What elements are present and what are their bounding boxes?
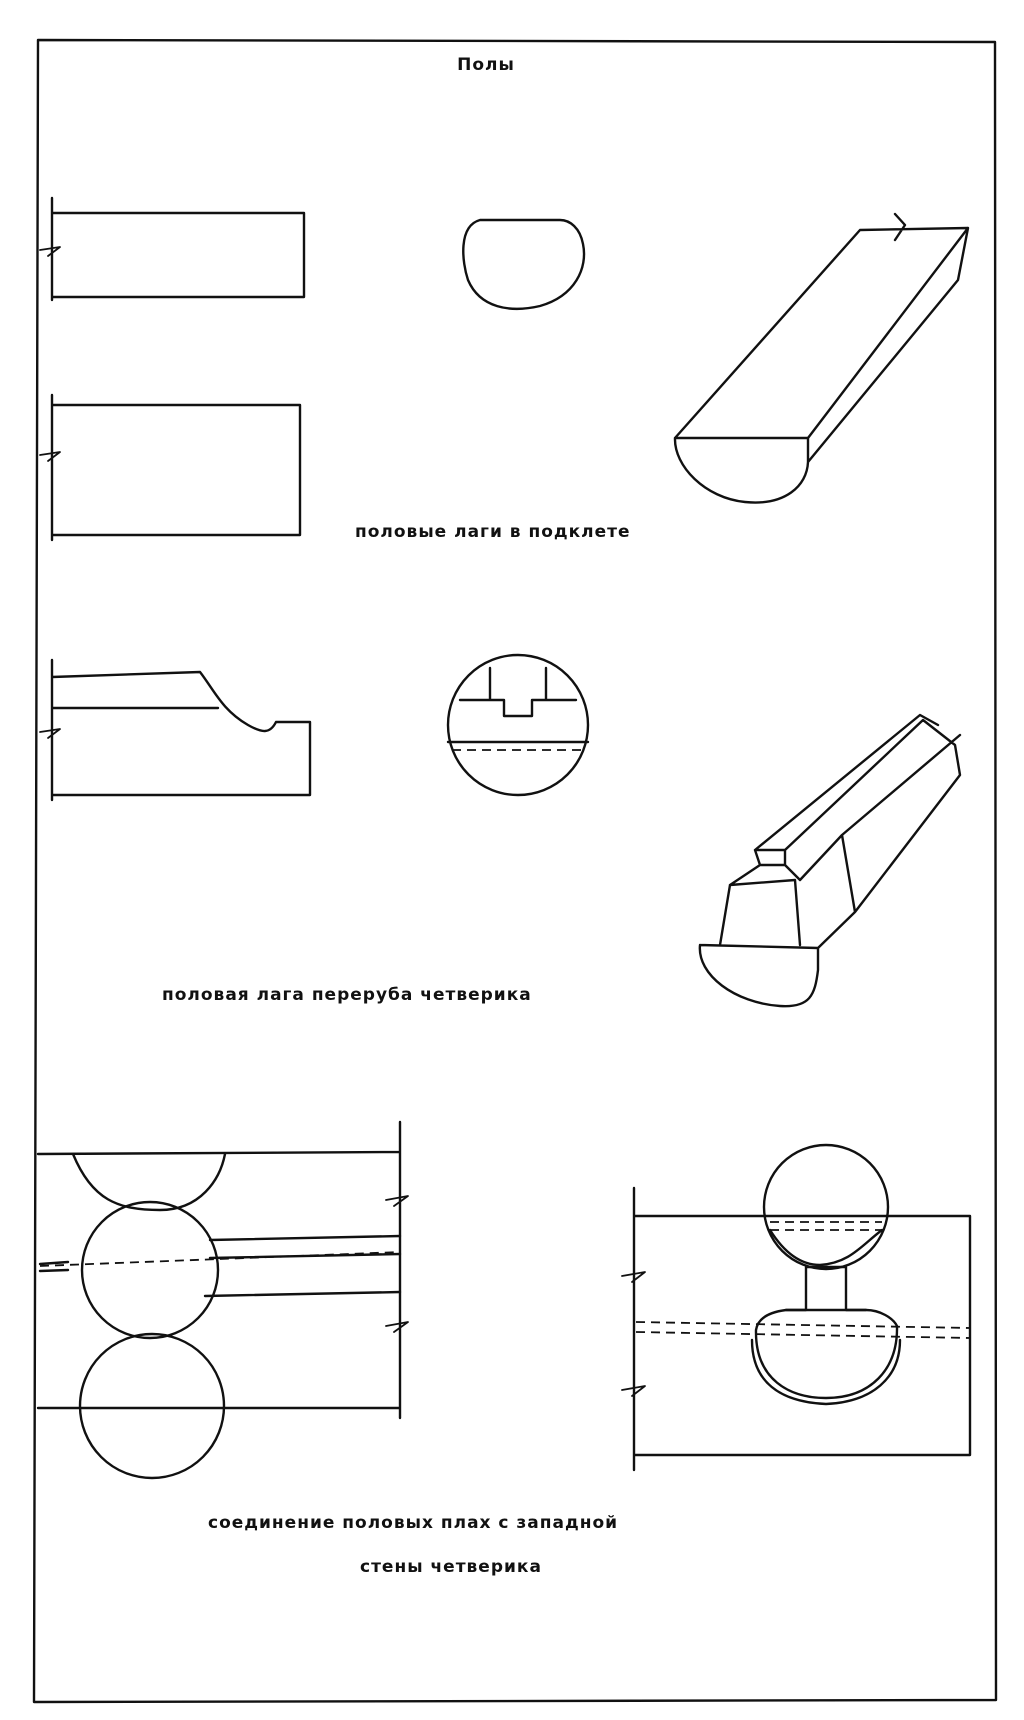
- section-2-drawings: [39, 653, 962, 1008]
- joist-side-view-2: [50, 393, 302, 542]
- caption-slab-joint-line1: соединение половых плах с западной: [208, 1513, 618, 1533]
- joist-notched-side-view: [50, 658, 312, 802]
- sheet-title: Полы: [457, 55, 515, 75]
- caption-slab-joint-line2: стены четверика: [360, 1557, 542, 1577]
- joist-3d-view: [673, 212, 970, 504]
- caption-floor-joists-basement: половые лаги в подклете: [355, 522, 631, 542]
- break-mark-1: [39, 246, 61, 257]
- break-mark-2: [39, 451, 61, 462]
- section-1-drawings: [39, 196, 970, 542]
- joist-notched-3d-view: [698, 713, 962, 1008]
- joist-cross-section: [462, 218, 586, 310]
- break-mark-3: [39, 728, 61, 739]
- section-3-left-drawing: [36, 1120, 409, 1480]
- caption-floor-joist-chetverik: половая лага переруба четверика: [162, 985, 532, 1005]
- joist-side-view-1: [50, 196, 306, 302]
- section-3-right-drawing: [621, 1143, 972, 1472]
- sheet-frame: [32, 38, 998, 1704]
- joist-notched-cross-section: [446, 653, 590, 797]
